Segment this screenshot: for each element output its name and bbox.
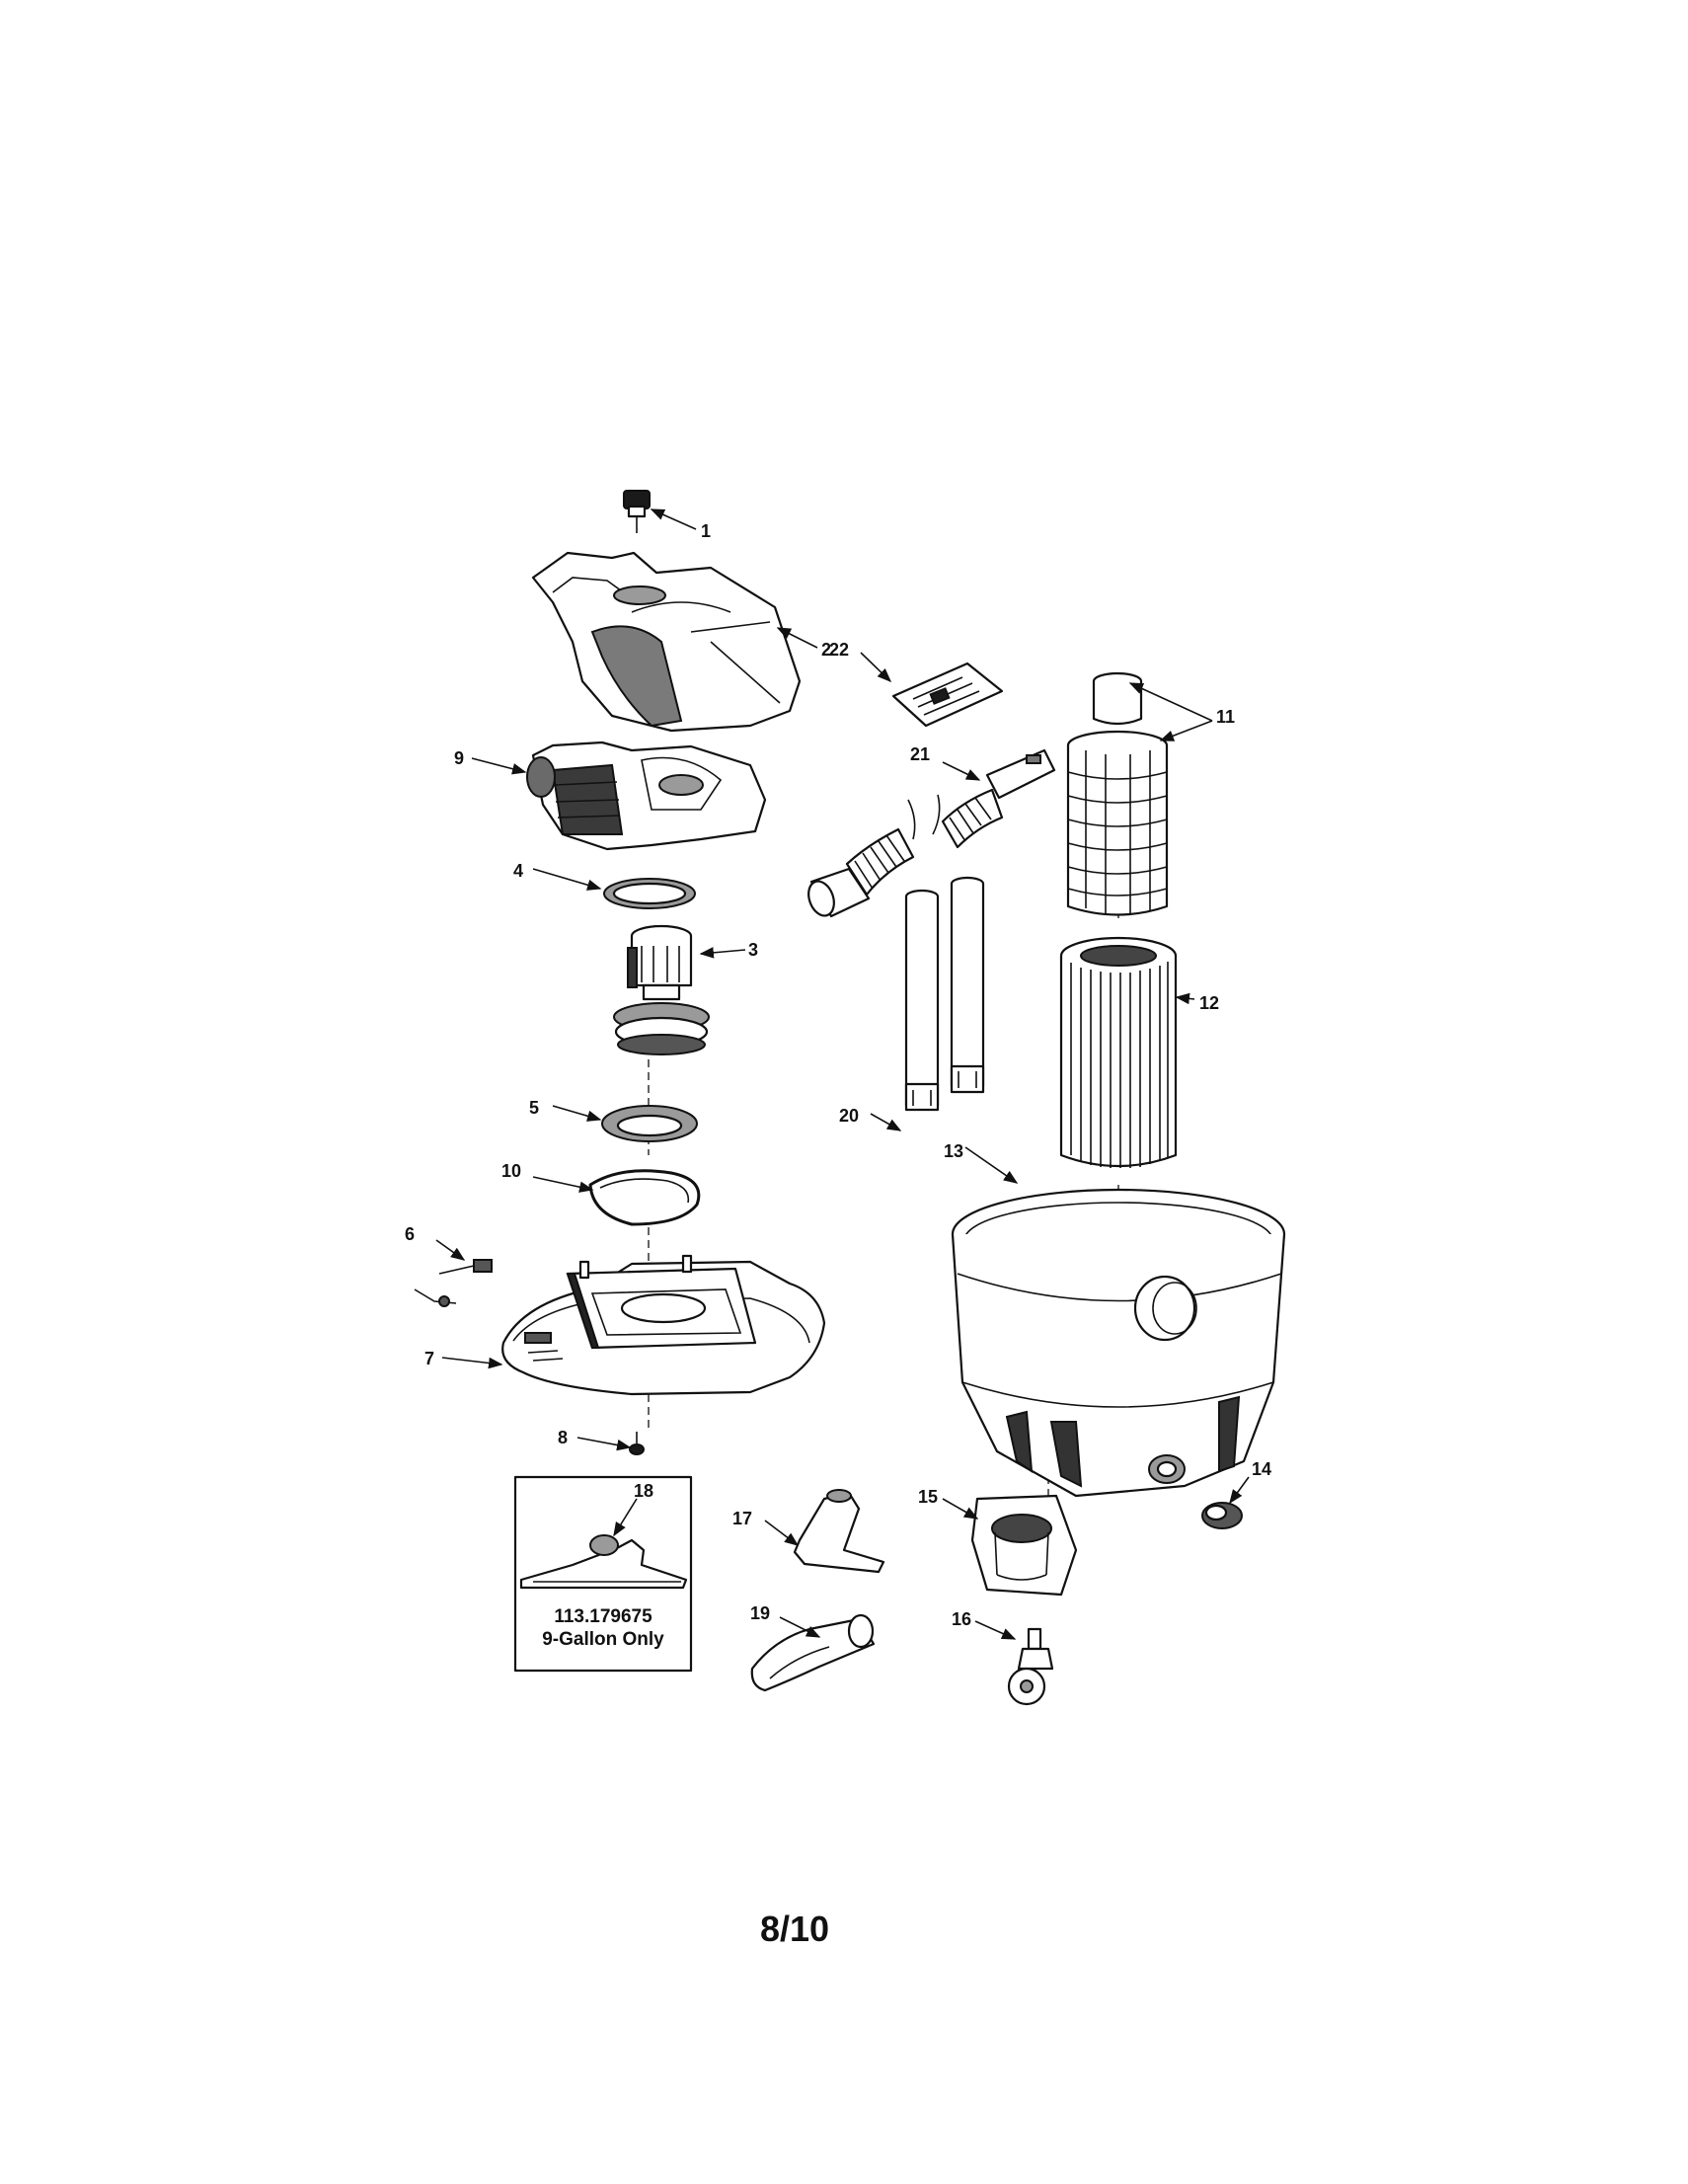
callout-17: 17 [732,1509,752,1528]
part-8-screw [629,1432,645,1455]
callout-20: 20 [839,1106,859,1126]
page-number: 8/10 [760,1909,829,1949]
part-17-nozzle [793,1489,885,1574]
part-10-seal [588,1169,701,1226]
inset-model-number: 113.179675 [554,1606,652,1627]
part-6-cord [414,1259,493,1307]
part-1-switch [623,490,651,533]
callout-7: 7 [424,1349,434,1368]
part-20-extension-wands [904,876,985,1112]
callout-19: 19 [750,1603,770,1623]
part-12-cartridge-filter [1059,936,1178,1168]
part-3-motor [613,924,710,1055]
callout-11: 11 [1216,707,1235,727]
part-5-gasket [601,1105,698,1142]
part-14-drain-cap [1201,1502,1243,1529]
callout-5: 5 [529,1098,539,1118]
callout-3: 3 [748,940,758,960]
callout-15: 15 [918,1487,938,1507]
part-16-caster [1007,1627,1054,1706]
callout-21: 21 [910,744,930,764]
leader-lines [435,508,1250,1640]
callout-2: 2 [821,640,831,660]
inset-note: 9-Gallon Only [542,1629,664,1650]
inset-box-part-18 [513,1475,693,1673]
callout-6: 6 [405,1224,415,1244]
callout-labels: 1 2 3 4 5 6 7 8 9 10 11 12 13 14 15 16 1… [405,521,1271,1629]
callout-9: 9 [454,748,464,768]
part-19-utility-nozzle [750,1613,876,1692]
callout-8: 8 [558,1428,568,1447]
part-22-owners-manual [891,662,1004,728]
part-2-motor-cover [531,551,802,733]
part-11-filter-cage [1066,671,1169,916]
part-21-hose [807,748,1056,918]
callout-13: 13 [944,1141,963,1161]
callout-10: 10 [501,1161,521,1181]
callout-18: 18 [634,1481,653,1501]
callout-12: 12 [1199,993,1219,1013]
callout-16: 16 [952,1609,971,1629]
part-15-caster-socket [970,1494,1078,1597]
callout-1: 1 [701,521,711,541]
part-13-drum [951,1188,1286,1498]
part-4-gasket [603,878,696,909]
part-9-lid-assembly [526,741,767,851]
callout-22: 22 [829,640,849,660]
callout-4: 4 [513,861,523,881]
part-7-lid-base [501,1254,826,1396]
callout-14: 14 [1252,1459,1271,1479]
